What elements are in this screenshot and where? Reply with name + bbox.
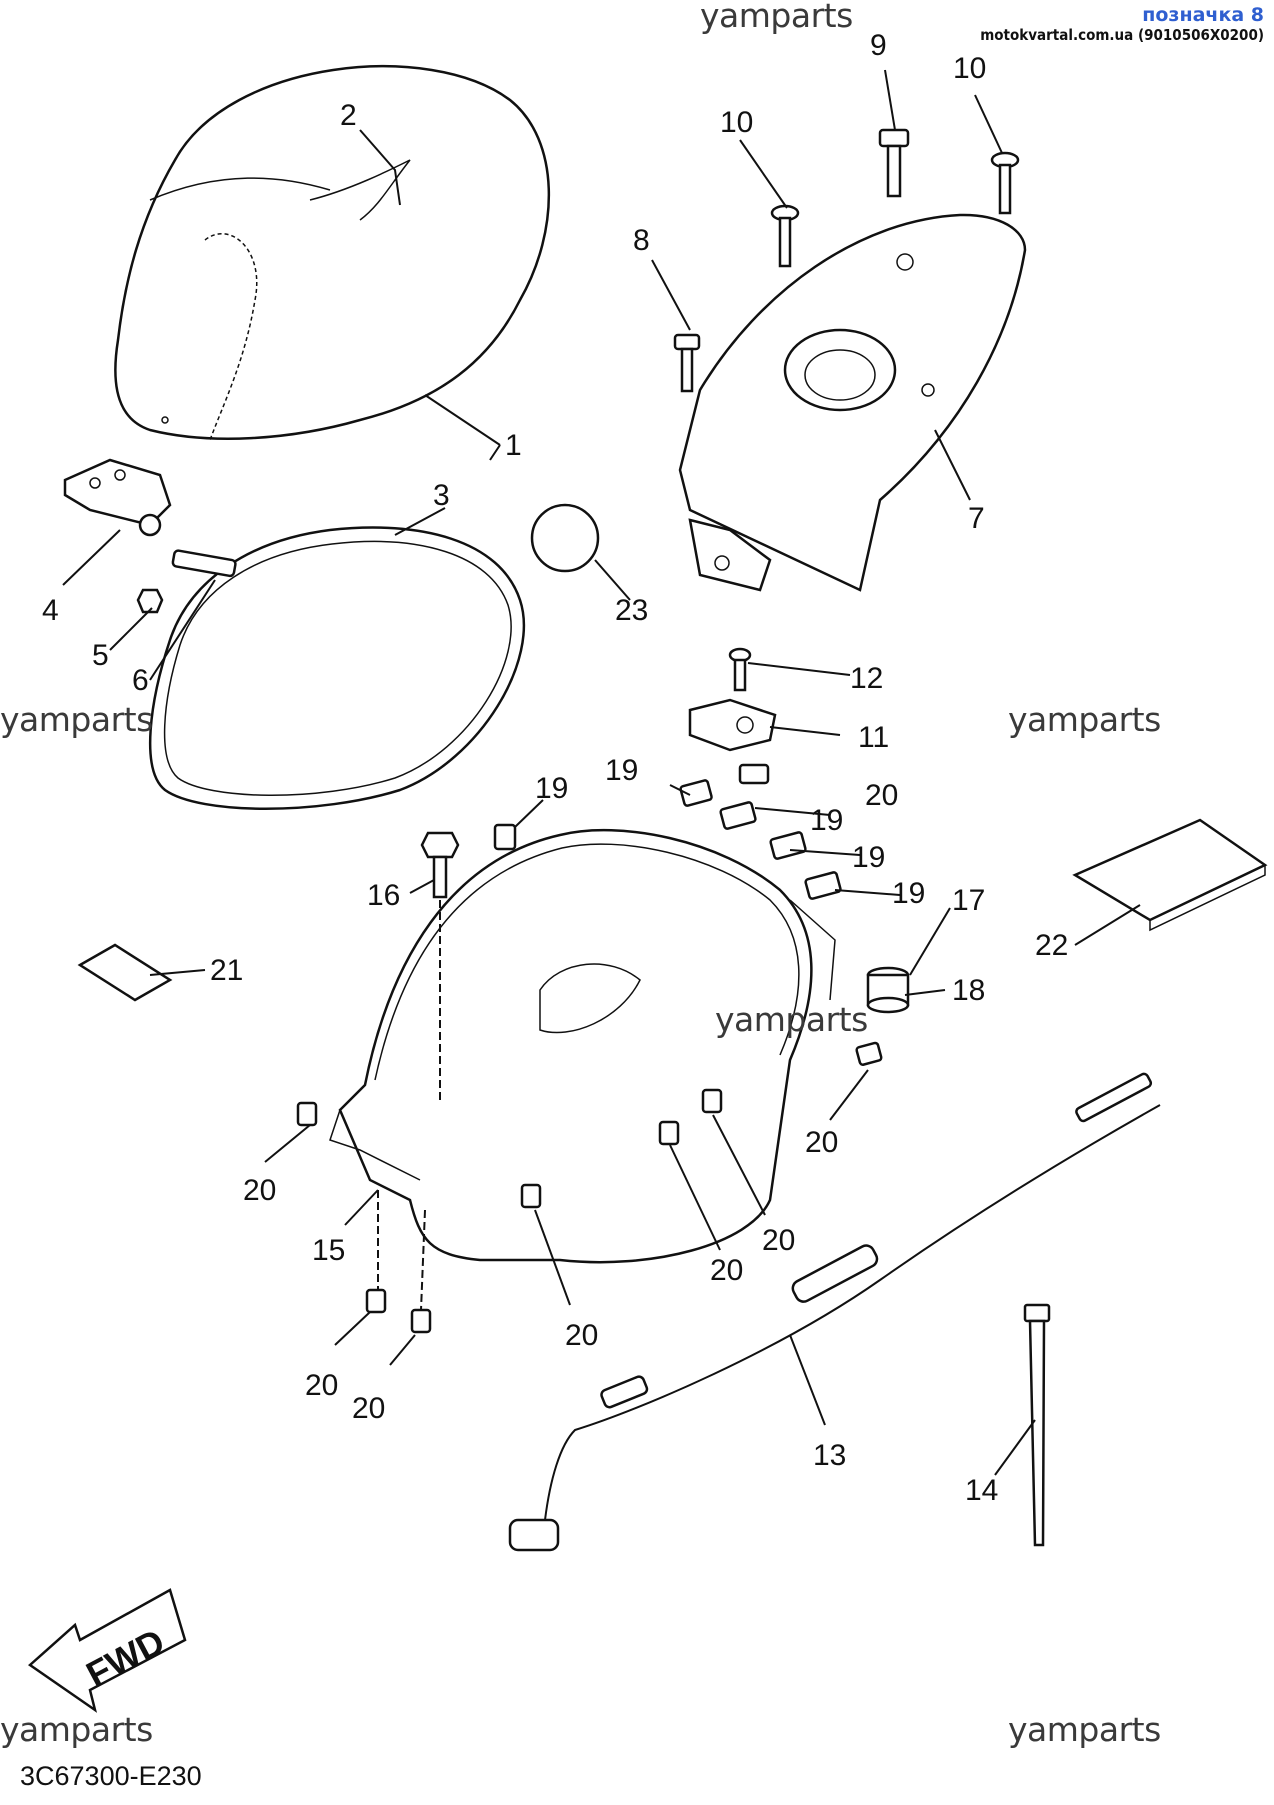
storage-box-part xyxy=(329,828,836,1264)
header-tag: позначка 8 motokvartal.com.ua (9010506X0… xyxy=(980,4,1264,44)
watermark-left: yamparts xyxy=(0,700,153,739)
watermark-center: yamparts xyxy=(715,1000,868,1039)
callout-19a: 19 xyxy=(535,772,568,805)
callout-2: 2 xyxy=(340,99,357,132)
callout-10b: 10 xyxy=(953,52,986,85)
callout-19b: 19 xyxy=(605,754,638,787)
hinge-parts xyxy=(63,458,237,614)
callout-20a: 20 xyxy=(865,779,898,812)
fwd-arrow: FWD xyxy=(27,1588,187,1713)
watermark-right: yamparts xyxy=(1008,700,1161,739)
leader-lines xyxy=(62,69,1141,1476)
header-code: motokvartal.com.ua (9010506X0200) xyxy=(980,26,1264,44)
callout-20b: 20 xyxy=(243,1174,276,1207)
seat-cable-part xyxy=(508,1072,1161,1552)
callout-13: 13 xyxy=(813,1439,846,1472)
header-label: позначка 8 xyxy=(1142,4,1264,26)
seat-gasket-part xyxy=(149,526,526,810)
callout-3: 3 xyxy=(433,479,450,512)
callout-20g: 20 xyxy=(305,1369,338,1402)
bolt-16-part xyxy=(420,831,460,1100)
callout-12: 12 xyxy=(850,662,883,695)
callout-numbers: 1 2 3 4 5 6 7 8 9 10 10 11 12 13 14 15 1… xyxy=(42,29,1068,1507)
callout-16: 16 xyxy=(367,879,400,912)
callout-9: 9 xyxy=(870,29,887,62)
seat-part xyxy=(114,65,550,441)
pad-22-part xyxy=(1072,818,1268,932)
callout-4: 4 xyxy=(42,594,59,627)
callout-6: 6 xyxy=(132,664,149,697)
callout-20d: 20 xyxy=(565,1319,598,1352)
callout-17: 17 xyxy=(952,884,985,917)
cover-part xyxy=(678,213,1027,592)
callout-10a: 10 xyxy=(720,106,753,139)
callout-22: 22 xyxy=(1035,929,1068,962)
callout-21: 21 xyxy=(210,954,243,987)
watermark-top: yamparts xyxy=(700,0,853,35)
callout-8: 8 xyxy=(633,224,650,257)
callout-23: 23 xyxy=(615,594,648,627)
watermark-bottom-left: yamparts xyxy=(0,1710,153,1749)
callout-19c: 19 xyxy=(810,804,843,837)
callout-15: 15 xyxy=(312,1234,345,1267)
clip-parts-lower xyxy=(296,1041,883,1334)
callout-20f: 20 xyxy=(762,1224,795,1257)
watermark-bottom-right: yamparts xyxy=(1008,1710,1161,1749)
callout-14: 14 xyxy=(965,1474,998,1507)
grommet-part xyxy=(866,966,910,1014)
label-23-part xyxy=(530,503,600,573)
label-21-part xyxy=(77,943,173,1002)
callout-1: 1 xyxy=(505,429,522,462)
bolt-parts xyxy=(673,128,1020,393)
cable-tie-part xyxy=(1023,1303,1051,1547)
catch-parts xyxy=(688,647,777,752)
callout-5: 5 xyxy=(92,639,109,672)
callout-20e: 20 xyxy=(710,1254,743,1287)
callout-20c: 20 xyxy=(805,1126,838,1159)
clip-parts-top xyxy=(493,763,842,900)
callout-18: 18 xyxy=(952,974,985,1007)
diagram-code: 3C67300-E230 xyxy=(20,1761,202,1791)
callout-19d: 19 xyxy=(852,841,885,874)
callout-11: 11 xyxy=(858,721,889,754)
callout-20h: 20 xyxy=(352,1392,385,1425)
callout-7: 7 xyxy=(968,502,985,535)
callout-19e: 19 xyxy=(892,877,925,910)
